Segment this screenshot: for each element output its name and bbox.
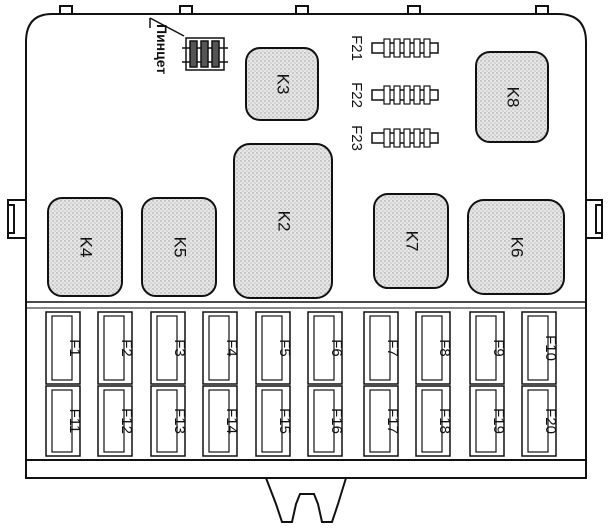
fuse-f12: F12 (97, 385, 135, 457)
fuse-label: F11 (66, 409, 83, 434)
fuse-label: F18 (436, 408, 453, 434)
fuse-label: F5 (276, 339, 293, 357)
fuse-f23: F23 (348, 125, 439, 151)
relay-label: K7 (403, 231, 422, 252)
fuse-f2: F2 (97, 311, 135, 385)
fuse-f13: F13 (150, 385, 188, 457)
fuse-f22: F22 (348, 82, 439, 108)
fuse-f21: F21 (348, 35, 439, 61)
fuse-label: F9 (490, 339, 507, 357)
fuse-f19: F19 (469, 385, 507, 457)
fuse-box-housing (7, 5, 603, 523)
relay-label: K4 (77, 237, 96, 258)
relay-label: K8 (504, 87, 523, 108)
tweezers-icon (149, 17, 228, 71)
relay-k3: K3 (245, 47, 319, 121)
fuse-label: F20 (542, 408, 559, 434)
relay-k2: K2 (233, 143, 333, 299)
relay-label: K5 (171, 237, 190, 258)
fuse-label: F2 (118, 339, 135, 357)
fuse-f16: F16 (307, 385, 345, 457)
relay-k7: K7 (373, 193, 449, 289)
fuse-f6: F6 (307, 311, 345, 385)
tweezers-label: Пинцет (154, 24, 170, 74)
fuse-label: F12 (118, 408, 135, 434)
fuse-label: F17 (384, 408, 401, 434)
fuse-label: F3 (171, 339, 188, 357)
fuse-label: F23 (348, 125, 365, 151)
fuse-f10: F10 (521, 311, 559, 385)
relay-label: K6 (508, 237, 527, 258)
relay-k4: K4 (47, 197, 123, 297)
fuse-label: F7 (384, 339, 401, 357)
fuse-f17: F17 (363, 385, 401, 457)
fuse-label: F13 (171, 408, 188, 434)
fuse-label: F10 (542, 335, 559, 361)
relay-k6: K6 (467, 199, 565, 295)
fuse-label: F21 (348, 35, 365, 61)
fuse-f8: F8 (415, 311, 453, 385)
fuse-label: F6 (328, 339, 345, 357)
fuse-f11: F11 (45, 385, 83, 457)
fuse-label: F4 (223, 339, 240, 357)
fuse-label: F19 (490, 408, 507, 434)
relay-label: K3 (274, 74, 293, 95)
fuse-f3: F3 (150, 311, 188, 385)
fuse-label: F1 (66, 339, 83, 357)
relay-k8: K8 (475, 51, 549, 143)
fuse-f4: F4 (202, 311, 240, 385)
fuse-f18: F18 (415, 385, 453, 457)
fuse-f20: F20 (521, 385, 559, 457)
fuse-label: F8 (436, 339, 453, 357)
fuse-f5: F5 (255, 311, 293, 385)
fuse-f7: F7 (363, 311, 401, 385)
tweezers: Пинцет (149, 17, 228, 74)
fuse-f15: F15 (255, 385, 293, 457)
fuse-f14: F14 (202, 385, 240, 457)
fuse-f1: F1 (45, 311, 83, 385)
fuse-label: F16 (328, 408, 345, 434)
fuse-f9: F9 (469, 311, 507, 385)
relay-k5: K5 (141, 197, 217, 297)
fuse-label: F15 (276, 408, 293, 434)
fuse-label: F22 (348, 82, 365, 108)
relay-label: K2 (275, 211, 294, 232)
fuse-label: F14 (223, 408, 240, 434)
